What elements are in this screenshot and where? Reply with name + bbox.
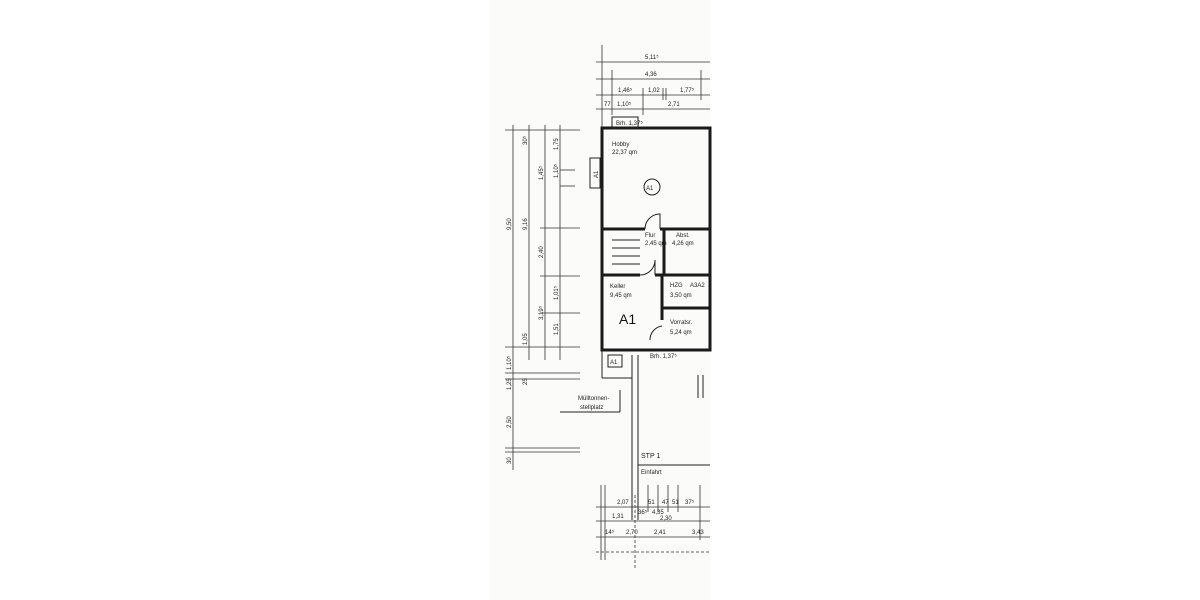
dim-left: 3,19⁵ xyxy=(538,305,545,320)
dim-top: 1,77⁵ xyxy=(680,87,695,94)
entry-box-label: A1 xyxy=(610,360,618,366)
stair-marker xyxy=(643,178,661,196)
room-area-flur: 2,45 qm xyxy=(645,241,667,247)
dim-left: 9,16 xyxy=(523,218,529,230)
dim-left: 1,05 xyxy=(523,333,529,345)
bins-label-line2: stellplatz xyxy=(580,405,603,411)
left-dimension-lines xyxy=(505,125,580,470)
room-name-flur: Flur xyxy=(645,233,655,239)
top-dimension-lines xyxy=(596,45,710,128)
bins-label-line1: Mülltonnen- xyxy=(578,396,609,402)
dim-bottom: 2,70 xyxy=(626,530,638,536)
dim-left: 1,01⁵ xyxy=(553,285,560,300)
room-area-abst: 4,26 qm xyxy=(672,241,694,247)
dim-top: 2,71 xyxy=(668,102,680,108)
dim-bottom: 2,41 xyxy=(654,530,666,536)
dim-bottom: 3,43 xyxy=(692,530,704,536)
room-tag-keller: A1 xyxy=(619,311,636,327)
dim-left: 1,25 xyxy=(507,378,513,390)
dim-left: 30⁵ xyxy=(522,135,529,145)
room-tag-hobby: A1 xyxy=(646,186,654,192)
scanned-sheet xyxy=(490,0,710,600)
room-name-hobby: Hobby xyxy=(612,142,629,148)
dim-left: 1,45⁵ xyxy=(538,165,545,180)
dim-left: 30 xyxy=(507,457,513,464)
entry-box xyxy=(607,354,623,368)
dim-left: 2,40 xyxy=(539,246,545,258)
room-name-abst: Abst. xyxy=(676,233,690,239)
dim-left: 1,75 xyxy=(554,138,560,150)
dim-bottom: 2,07 xyxy=(617,500,629,506)
parking-label: STP 1 xyxy=(641,453,660,460)
room-area-keller: 9,45 qm xyxy=(610,293,632,299)
dim-top: 1,46⁵ xyxy=(618,87,633,94)
dim-bottom: 37⁵ xyxy=(685,499,695,506)
room-area-hobby: 22,37 qm xyxy=(612,150,637,156)
left-dimension-labels: 9,50 9,16 30⁵ 1,45⁵ 1,75 1,10⁵ 2,40 1,01… xyxy=(506,135,560,464)
room-area-vorratsraum: 5,24 qm xyxy=(670,330,692,336)
dim-bottom: 47 xyxy=(662,500,669,506)
dim-top-total: 5,11⁵ xyxy=(645,54,659,61)
room-name-hzg: HZG xyxy=(670,283,683,289)
dim-left: 25 xyxy=(523,378,529,385)
window-label-top: Brh. 1,37⁵ xyxy=(616,120,643,127)
dim-left: 2,50 xyxy=(507,416,513,428)
dim-bottom: 51 xyxy=(648,500,655,506)
dim-left: 9,50 xyxy=(507,218,513,230)
window-label-bottom: Brh. 1,37⁵ xyxy=(650,353,677,360)
dim-bottom: 2,30 xyxy=(660,516,672,522)
stair-side-label: A1 xyxy=(594,170,600,178)
dim-bottom: 4,35 xyxy=(652,510,664,516)
dim-bottom: 14⁵ xyxy=(605,529,615,536)
room-name-vorratsraum: Vorratsr. xyxy=(670,320,693,326)
room-name-keller: Keller xyxy=(610,284,625,290)
dim-top: 1,10⁵ xyxy=(617,101,632,108)
dim-bottom: 1,31 xyxy=(612,514,624,520)
dim-top: 77 xyxy=(604,102,611,108)
dim-top-inner: 4,36 xyxy=(645,72,657,78)
dim-left: 1,51 xyxy=(554,323,560,335)
room-area-hzg: 3,50 qm xyxy=(670,293,692,299)
dim-left: 1,10⁵ xyxy=(553,163,560,178)
dim-bottom: 36⁵ xyxy=(638,509,648,516)
dim-top: 1,02 xyxy=(648,88,660,94)
dim-left: 1,10⁵ xyxy=(506,355,513,370)
dim-bottom: 51 xyxy=(672,500,679,506)
walls xyxy=(589,116,712,520)
room-tag-hzg: A3A2 xyxy=(690,283,705,289)
bottom-dimension-lines xyxy=(596,485,710,570)
driveway-label: Einfahrt xyxy=(641,470,662,476)
